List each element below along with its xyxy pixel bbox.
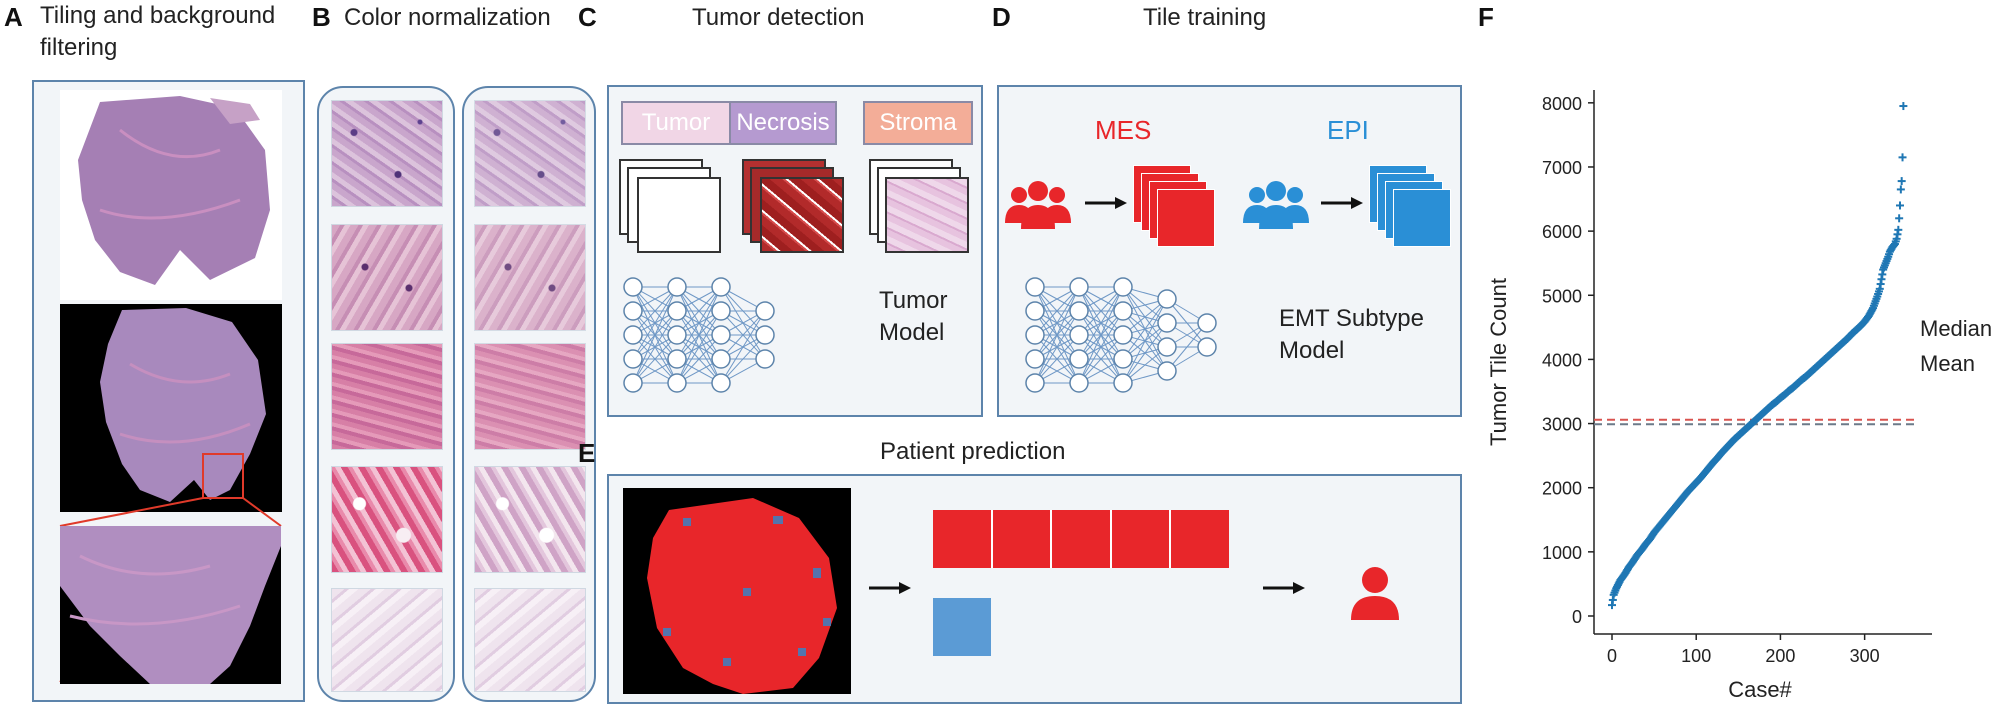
- mes-label: MES: [1095, 115, 1152, 145]
- emt-model-line1: EMT Subtype: [1279, 305, 1424, 332]
- panel-a-title-line1: Tiling and background: [40, 2, 276, 29]
- neural-network-icon: [623, 277, 775, 393]
- panel-b-letter: B: [312, 2, 331, 32]
- stroma-stack-front: [885, 177, 969, 253]
- y-tick-label: 3000: [1542, 415, 1582, 435]
- data-point: [1897, 177, 1906, 186]
- mes-vote-bar: [933, 510, 1229, 568]
- necrosis-label: Necrosis: [729, 101, 837, 145]
- panel-e-letter: E: [578, 438, 596, 468]
- mes-vote-tile: [933, 510, 993, 568]
- person-icon: [1351, 567, 1399, 620]
- data-point: [1895, 214, 1904, 223]
- y-tick-label: 8000: [1542, 94, 1582, 114]
- panel-c-letter: C: [578, 2, 597, 32]
- he-tile-original-2: [331, 224, 443, 331]
- he-tile-original-5: [331, 588, 443, 692]
- panel-a-title-line2: filtering: [40, 34, 118, 61]
- mes-vote-tile: [1171, 510, 1229, 568]
- y-tick-label: 7000: [1542, 158, 1582, 178]
- data-point: [1894, 225, 1903, 234]
- panel-c-box: Tumor Necrosis Stroma Tumor Model: [607, 85, 983, 417]
- y-tick-label: 6000: [1542, 222, 1582, 242]
- mes-vote-tile: [1111, 510, 1172, 568]
- he-tile-original-3: [331, 343, 443, 450]
- y-tick-label: 4000: [1542, 350, 1582, 370]
- panel-a-letter: A: [4, 2, 23, 32]
- he-tile-normalized-4: [474, 466, 586, 573]
- y-tick-label: 2000: [1542, 479, 1582, 499]
- emt-model-line2: Model: [1279, 337, 1345, 364]
- y-tick-label: 5000: [1542, 286, 1582, 306]
- data-point: [1896, 201, 1904, 210]
- data-point: [1899, 102, 1908, 111]
- epi-label: EPI: [1327, 115, 1369, 145]
- y-axis-label: Tumor Tile Count: [1486, 278, 1511, 446]
- epi-vote-tile: [933, 598, 991, 656]
- x-tick-label: 0: [1607, 646, 1617, 666]
- tumor-model-line2: Model: [879, 319, 945, 346]
- tiled-mask-image: [60, 304, 282, 512]
- mes-vote-tile: [992, 510, 1053, 568]
- stroma-label: Stroma: [863, 101, 973, 145]
- panel-d-title: Tile training: [1143, 4, 1267, 31]
- panel-e-box: [607, 474, 1462, 704]
- he-tile-normalized-1: [474, 100, 586, 207]
- he-tile-original-1: [331, 100, 443, 207]
- panel-f-letter: F: [1478, 2, 1494, 32]
- panel-b-normalized-column: [462, 86, 596, 702]
- panel-b-title: Color normalization: [344, 4, 551, 31]
- arrow-icon: [1085, 197, 1127, 209]
- mes-tile-4: [1157, 189, 1215, 247]
- he-tile-normalized-3: [474, 343, 586, 450]
- panel-e-title: Patient prediction: [880, 438, 1066, 465]
- tumor-stack-front: [637, 177, 721, 253]
- tumor-model-line1: Tumor: [879, 287, 948, 314]
- he-tile-normalized-5: [474, 588, 586, 692]
- median-label: Median: [1920, 316, 1992, 341]
- mes-vote-tile: [1052, 510, 1112, 568]
- whole-slide-image: [60, 90, 282, 300]
- panel-c-title: Tumor detection: [692, 4, 865, 31]
- he-tile-normalized-2: [474, 224, 586, 331]
- arrow-icon: [1263, 582, 1305, 594]
- zoomed-region-image: [60, 526, 281, 684]
- x-tick-label: 100: [1681, 646, 1711, 666]
- data-point: [1896, 185, 1905, 194]
- panel-d-box: MES EPI EMT Subtype Model: [997, 85, 1462, 417]
- panel-a-box: [32, 80, 305, 702]
- necrosis-stack-front: [760, 177, 844, 253]
- x-tick-label: 300: [1850, 646, 1880, 666]
- x-tick-label: 200: [1765, 646, 1795, 666]
- neural-network-icon: [1025, 277, 1217, 393]
- y-tick-label: 1000: [1542, 543, 1582, 563]
- people-group-icon: [1005, 181, 1071, 229]
- tile-count-chart: 0 1000 2000 3000 4000 5000 6000 7000 8000 0 100 200…: [1486, 90, 1992, 702]
- prediction-heatmap: [623, 488, 851, 694]
- tumor-label: Tumor: [621, 101, 731, 145]
- epi-tile-4: [1393, 189, 1451, 247]
- x-axis-label: Case#: [1728, 677, 1792, 702]
- mean-label: Mean: [1920, 351, 1975, 376]
- arrow-icon: [1321, 197, 1363, 209]
- he-tile-original-4: [331, 466, 443, 573]
- arrow-icon: [869, 582, 911, 594]
- data-point: [1898, 153, 1907, 162]
- panel-d-letter: D: [992, 2, 1011, 32]
- panel-b-original-column: [317, 86, 455, 702]
- people-group-icon: [1243, 181, 1309, 229]
- y-tick-label: 0: [1572, 607, 1582, 627]
